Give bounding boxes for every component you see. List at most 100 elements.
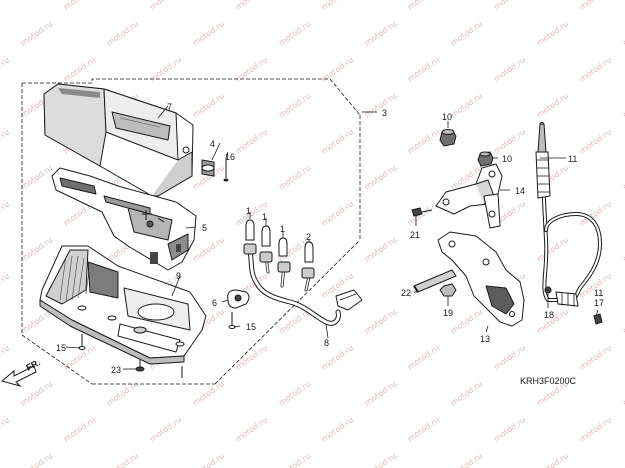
bracket-nut bbox=[439, 283, 457, 297]
damper-rubber bbox=[439, 129, 494, 167]
callout-11a: 11 bbox=[568, 154, 577, 164]
watermark-text: motod.ru bbox=[535, 19, 570, 47]
watermark-text: motod.ru bbox=[363, 307, 398, 335]
callout-19: 19 bbox=[443, 308, 453, 318]
watermark-text: motod.ru bbox=[234, 0, 269, 12]
watermark-text: motod.ru bbox=[492, 415, 527, 443]
watermark-text: motod.ru bbox=[449, 307, 484, 335]
watermark-text: motod.ru bbox=[277, 163, 312, 191]
callout-15a: 15 bbox=[56, 343, 66, 353]
watermark-text: motod.ru bbox=[0, 55, 11, 83]
watermark-text: motod.ru bbox=[320, 199, 355, 227]
watermark-text: motod.ru bbox=[363, 91, 398, 119]
watermark-text: motod.ru bbox=[449, 451, 484, 468]
watermark-text: motod.ru bbox=[406, 55, 441, 83]
diagram-code: KRH3F0200C bbox=[520, 376, 577, 386]
watermark-text: motod.ru bbox=[62, 0, 97, 12]
watermark-text: motod.ru bbox=[0, 127, 11, 155]
watermark-text: motod.ru bbox=[621, 91, 625, 119]
callout-8: 8 bbox=[324, 338, 329, 348]
watermark-text: motod.ru bbox=[277, 379, 312, 407]
watermark-text: motod.ru bbox=[234, 127, 269, 155]
meter-stay bbox=[435, 163, 503, 229]
watermark-text: motod.ru bbox=[320, 127, 355, 155]
watermark-text: motod.ru bbox=[492, 55, 527, 83]
leader-lines bbox=[65, 105, 599, 370]
watermark-text: motod.ru bbox=[621, 451, 625, 468]
assembly-boundary-box bbox=[21, 78, 361, 385]
callout-3: 3 bbox=[382, 108, 387, 118]
watermark-text: motod.ru bbox=[191, 19, 226, 47]
watermark-text: motod.ru bbox=[191, 91, 226, 119]
harness-clamp bbox=[227, 289, 250, 329]
indicator-bulb bbox=[245, 219, 314, 263]
watermark-text: motod.ru bbox=[148, 0, 183, 12]
callout-11b: 11 bbox=[594, 288, 603, 298]
watermark-text: motod.ru bbox=[277, 19, 312, 47]
watermark-text: motod.ru bbox=[277, 451, 312, 468]
watermark-text: motod.ru bbox=[578, 55, 613, 83]
watermark-text: motod.ru bbox=[320, 415, 355, 443]
speedometer-cable bbox=[535, 122, 603, 325]
watermark-text: motod.ru bbox=[578, 127, 613, 155]
callout-1c: 1 bbox=[280, 224, 285, 234]
stay-bolt bbox=[411, 207, 433, 217]
callout-1b: 1 bbox=[262, 212, 267, 222]
watermark-text: motod.ru bbox=[363, 163, 398, 191]
watermark-text: motod.ru bbox=[492, 127, 527, 155]
watermark-text: motod.ru bbox=[535, 91, 570, 119]
callout-16: 16 bbox=[225, 152, 235, 162]
watermark-text: motod.ru bbox=[406, 343, 441, 371]
watermark-text: motod.ru bbox=[62, 415, 97, 443]
watermark-text: motod.ru bbox=[621, 307, 625, 335]
front-label: FR. bbox=[24, 357, 41, 372]
watermark-text: motod.ru bbox=[234, 415, 269, 443]
watermark-text: motod.ru bbox=[578, 415, 613, 443]
watermark-text: motod.ru bbox=[105, 19, 140, 47]
callout-14: 14 bbox=[515, 186, 525, 196]
watermark-text: motod.ru bbox=[449, 91, 484, 119]
watermark-text: motod.ru bbox=[621, 163, 625, 191]
callout-7: 7 bbox=[167, 102, 172, 112]
watermark-text: motod.ru bbox=[320, 0, 355, 12]
watermark-text: motod.ru bbox=[449, 19, 484, 47]
callout-labels: 7 4 16 5 9 3 1 1 1 2 6 15 8 15 23 10 10 … bbox=[56, 102, 604, 375]
watermark-text: motod.ru bbox=[406, 127, 441, 155]
watermark-text: motod.ru bbox=[621, 235, 625, 263]
watermark-text: motod.ru bbox=[535, 451, 570, 468]
mount-screw bbox=[223, 158, 229, 182]
watermark-text: motod.ru bbox=[0, 271, 11, 299]
callout-1a: 1 bbox=[246, 206, 251, 216]
watermark-text: motod.ru bbox=[148, 415, 183, 443]
bracket-bolt bbox=[413, 269, 457, 293]
watermark-text: motod.ru bbox=[0, 343, 11, 371]
watermark-text: motod.ru bbox=[19, 235, 54, 263]
callout-21: 21 bbox=[410, 230, 420, 240]
wire-harness bbox=[243, 243, 363, 326]
watermark-text: motod.ru bbox=[535, 235, 570, 263]
callout-4: 4 bbox=[210, 139, 215, 149]
callout-6: 6 bbox=[212, 298, 217, 308]
bottom-bolt bbox=[135, 360, 183, 378]
watermark-text: motod.ru bbox=[0, 0, 11, 12]
meter-lower-case bbox=[39, 245, 207, 365]
watermark-text: motod.ru bbox=[492, 0, 527, 12]
case-screw bbox=[78, 334, 86, 350]
watermark-text: motod.ru bbox=[105, 451, 140, 468]
callout-22: 22 bbox=[401, 288, 411, 298]
callout-23: 23 bbox=[111, 365, 121, 375]
callout-10b: 10 bbox=[502, 154, 512, 164]
meter-bracket bbox=[437, 231, 525, 327]
callout-9: 9 bbox=[176, 271, 181, 281]
watermark-text: motod.ru bbox=[621, 379, 625, 407]
watermark-text: motod.ru bbox=[19, 19, 54, 47]
watermark-text: motod.ru bbox=[0, 199, 11, 227]
watermark-text: motod.ru bbox=[363, 379, 398, 407]
callout-15b: 15 bbox=[246, 322, 256, 332]
watermark-text: motod.ru bbox=[578, 343, 613, 371]
watermark-text: motod.ru bbox=[0, 415, 11, 443]
watermark-text: motod.ru bbox=[105, 379, 140, 407]
mounting-rubber bbox=[201, 159, 215, 177]
